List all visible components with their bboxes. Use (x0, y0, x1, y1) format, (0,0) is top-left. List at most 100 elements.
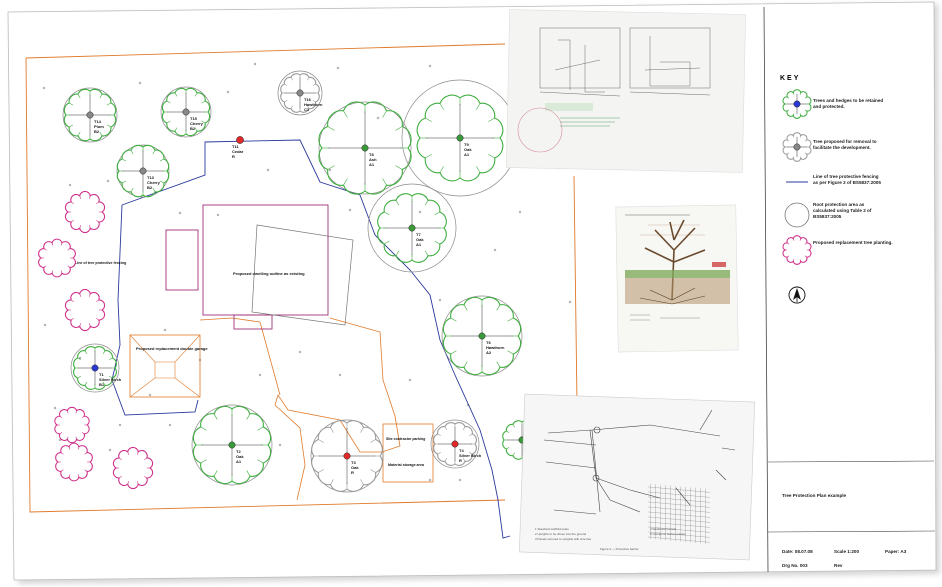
root-protection-area (430, 419, 480, 469)
root-protection-area (62, 87, 118, 143)
root-protection-area (318, 101, 412, 195)
tree-label-t8-2: A1 (369, 162, 375, 167)
key-removal-line-1: Tree proposed for removal to (813, 139, 877, 144)
root-protection-inset-photo (615, 204, 739, 353)
spot-level-mark (518, 210, 522, 214)
spot-level-mark (163, 328, 167, 332)
tree-label-t3-0: T3 (351, 460, 356, 465)
tree-label-t6-2: A2 (486, 350, 492, 355)
drawing-revision: Rev (834, 563, 843, 568)
spot-level-mark (53, 406, 57, 410)
protective-fence-line-main (121, 139, 511, 539)
tree-label-t11-0: T11 (232, 144, 239, 149)
tree-label-t14-2: B2 (94, 129, 100, 134)
spot-level-mark (438, 298, 442, 302)
driveway-outline-2 (199, 317, 281, 396)
tree-label-t7-1: Oak (416, 237, 424, 242)
material-storage-label: Material storage area (388, 463, 425, 467)
replacement-tree-6 (112, 446, 154, 490)
tree-label-t9-0: T9 (464, 142, 469, 147)
key-rpa-line-1: Root protection area as (813, 202, 865, 207)
root-protection-area (116, 144, 170, 198)
root-protection-area (310, 419, 384, 493)
spot-level-mark (466, 403, 470, 407)
replacement-tree-5 (55, 442, 93, 482)
replacement-tree-2 (38, 238, 76, 278)
tree-label-t2-1: Oak (236, 454, 244, 459)
key-fence-line-1: Line of tree protective fencing (813, 174, 879, 179)
svg-text:Figure 2 — Protective barrier: Figure 2 — Protective barrier (600, 547, 639, 551)
tree-label-t1-1: Silver Birch (99, 377, 122, 382)
spot-level-mark (118, 423, 122, 427)
svg-text:2 Uprights to be driven into: 2 Uprights to be driven into the ground (535, 532, 586, 536)
tree-label-t9-1: Oak (464, 147, 472, 152)
spot-level-mark (58, 438, 62, 442)
key-rpa-line-2: calculated using Table 2 of (813, 208, 872, 213)
tree-label-t13-1: Cherry (147, 180, 161, 185)
svg-text:5 Clamps to secure panels: 5 Clamps to secure panels (650, 532, 686, 536)
tree-label-t8-0: T8 (369, 152, 374, 157)
rpa-circle-symbol (784, 202, 810, 228)
tree-label-t16-2: C1 (304, 107, 310, 112)
garage-outline (129, 334, 201, 398)
driveway-outline (274, 317, 401, 501)
tree-label-t13-2: B2 (147, 185, 153, 190)
spot-level-mark (106, 179, 110, 183)
tree-label-t15-0: T15 (190, 116, 198, 121)
root-protection-area (367, 183, 457, 273)
root-protection-area (277, 70, 323, 116)
site-boundary-top (25, 43, 506, 59)
spot-level-mark (428, 64, 432, 68)
key-item-replacement: Proposed replacement tree planting. (782, 235, 893, 265)
tree-label-t15-2: B2 (190, 126, 196, 131)
root-protection-area (160, 86, 212, 138)
title-block-line-2 (767, 530, 936, 533)
tree-label-t4-0: T4 (459, 448, 464, 453)
existing-dwelling-outline (251, 224, 354, 326)
drawing-scale: Scale 1:200 (834, 549, 859, 554)
tree-label-t14-1: Plum (94, 124, 104, 129)
tree-label-t4-2: R (459, 458, 462, 463)
spot-level-mark (148, 393, 152, 397)
replacement-tree-1 (64, 190, 106, 234)
removal-tree-symbol (782, 132, 812, 162)
spot-level-mark (336, 66, 340, 70)
spot-level-mark (376, 116, 380, 120)
tree-label-t3-1: Oak (351, 465, 359, 470)
dwelling-porch (233, 314, 273, 330)
key-removal-line-2: facilitate the development. (813, 145, 871, 150)
spot-level-mark (198, 358, 202, 362)
spot-levels-layer (42, 62, 572, 482)
tree-label-t9-2: A1 (464, 152, 470, 157)
spot-level-mark (42, 86, 46, 90)
spot-level-mark (43, 323, 47, 327)
tree-label-t4-1: Silver Birch (459, 453, 482, 458)
title-block-line-1 (767, 460, 935, 463)
spot-level-mark (216, 213, 220, 217)
tree-label-t1-0: T1 (99, 372, 104, 377)
tree-label-t2-0: T2 (236, 449, 241, 454)
replacement-tree-4 (54, 406, 90, 444)
tree-label-t7-2: A1 (416, 242, 422, 247)
site-boundary (25, 57, 506, 513)
tree-label-t15-1: Cherry (190, 121, 204, 126)
spot-level-mark (168, 423, 172, 427)
key-item-retained: Trees and hedges to be retained and prot… (782, 89, 883, 119)
tree-label-t6-0: T6 (486, 340, 491, 345)
spot-level-mark (68, 183, 72, 187)
spot-level-mark (348, 208, 352, 212)
key-item-rpa: Root protection area as calculated using… (784, 202, 872, 228)
key-replacement-line-1: Proposed replacement tree planting. (813, 240, 893, 245)
tree-label-t3-2: R (351, 470, 354, 475)
tree-label-t16-0: T16 (304, 97, 312, 102)
root-protection-area (191, 404, 273, 486)
